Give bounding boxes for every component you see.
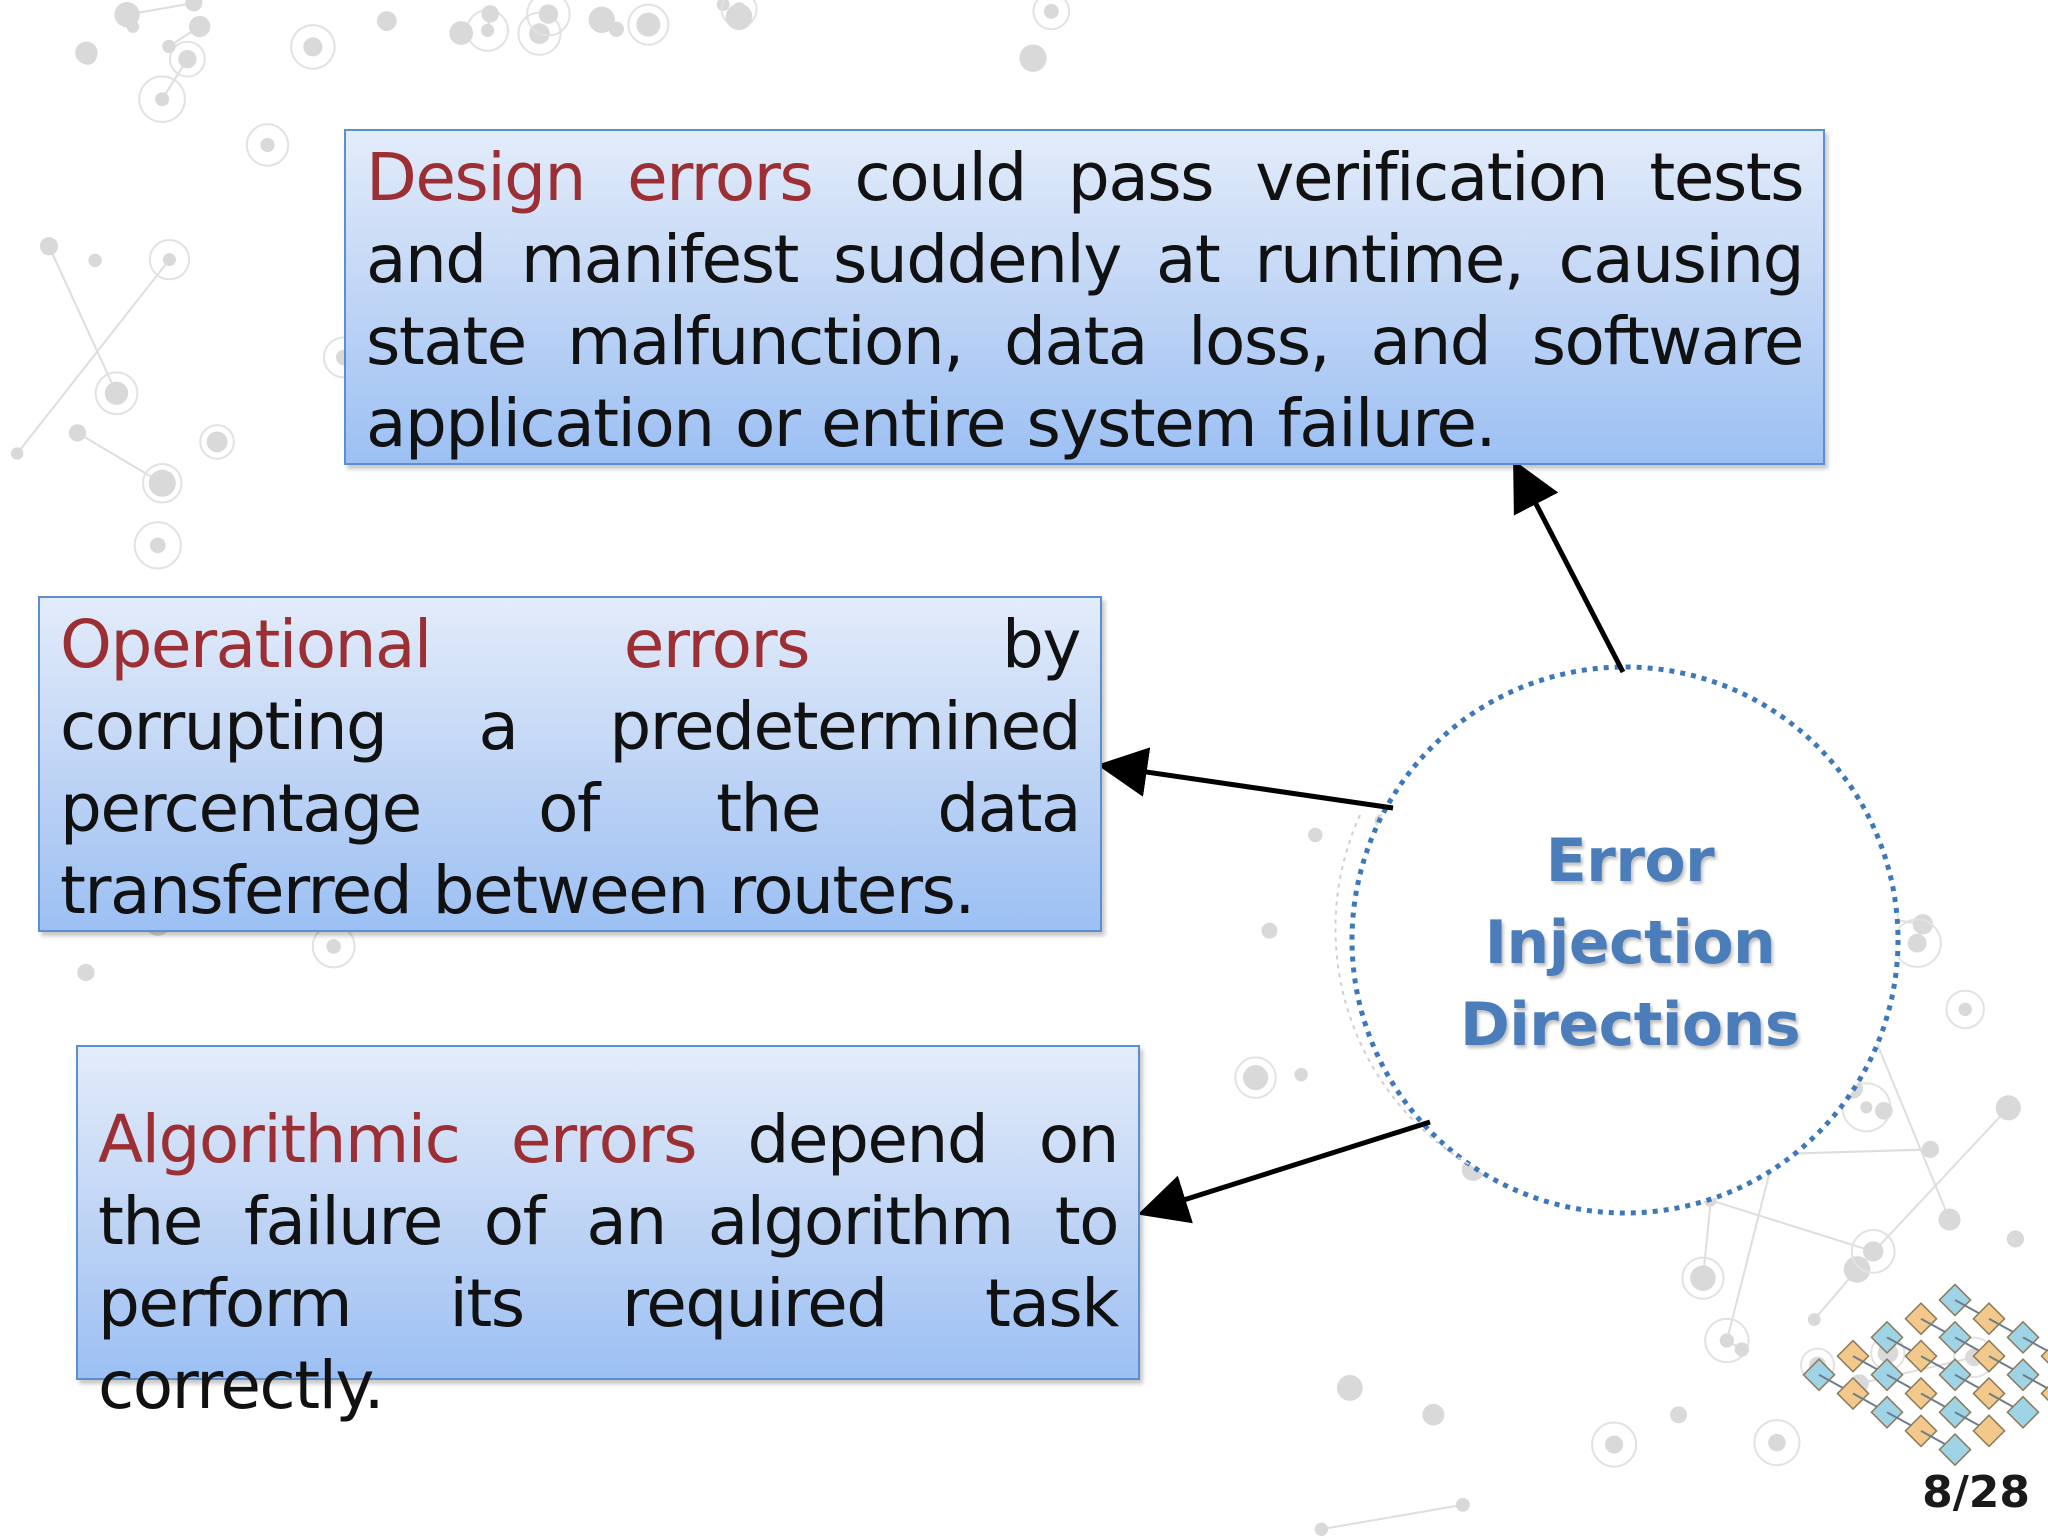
chip-grid-logo [1802,1283,2048,1467]
arrow-to-operational [1097,747,1394,811]
design-errors-box: Design errors could pass verification te… [344,129,1825,465]
arrow-to-algorithmic [1137,1119,1431,1224]
arrow-to-design [1513,459,1626,674]
algorithmic-errors-term: Algorithmic errors [98,1101,698,1178]
circle-title-line-1: Error [1545,826,1715,896]
algorithmic-errors-description: depend on the failure of an algorithm to… [98,1101,1120,1424]
algorithmic-errors-box: Algorithmic errors depend on the failure… [76,1045,1140,1424]
page-number: 8/28 [1922,1467,2030,1518]
error-injection-circle [1349,664,1901,1216]
circle-title-line-2: Injection [1484,908,1776,978]
operational-errors-description: by corrupting a predetermined percentage… [60,606,1082,929]
circle-title-line-3: Directions [1459,990,1801,1060]
operational-errors-box: Operational errors by corrupting a prede… [38,596,1102,932]
circle-shadow-arc [1334,814,1471,1166]
design-errors-term: Design errors [366,139,814,216]
circle-title: Error Injection Directions [1365,820,1895,1066]
design-errors-description: could pass verification tests and manife… [366,139,1805,462]
operational-errors-term: Operational errors [60,606,810,683]
